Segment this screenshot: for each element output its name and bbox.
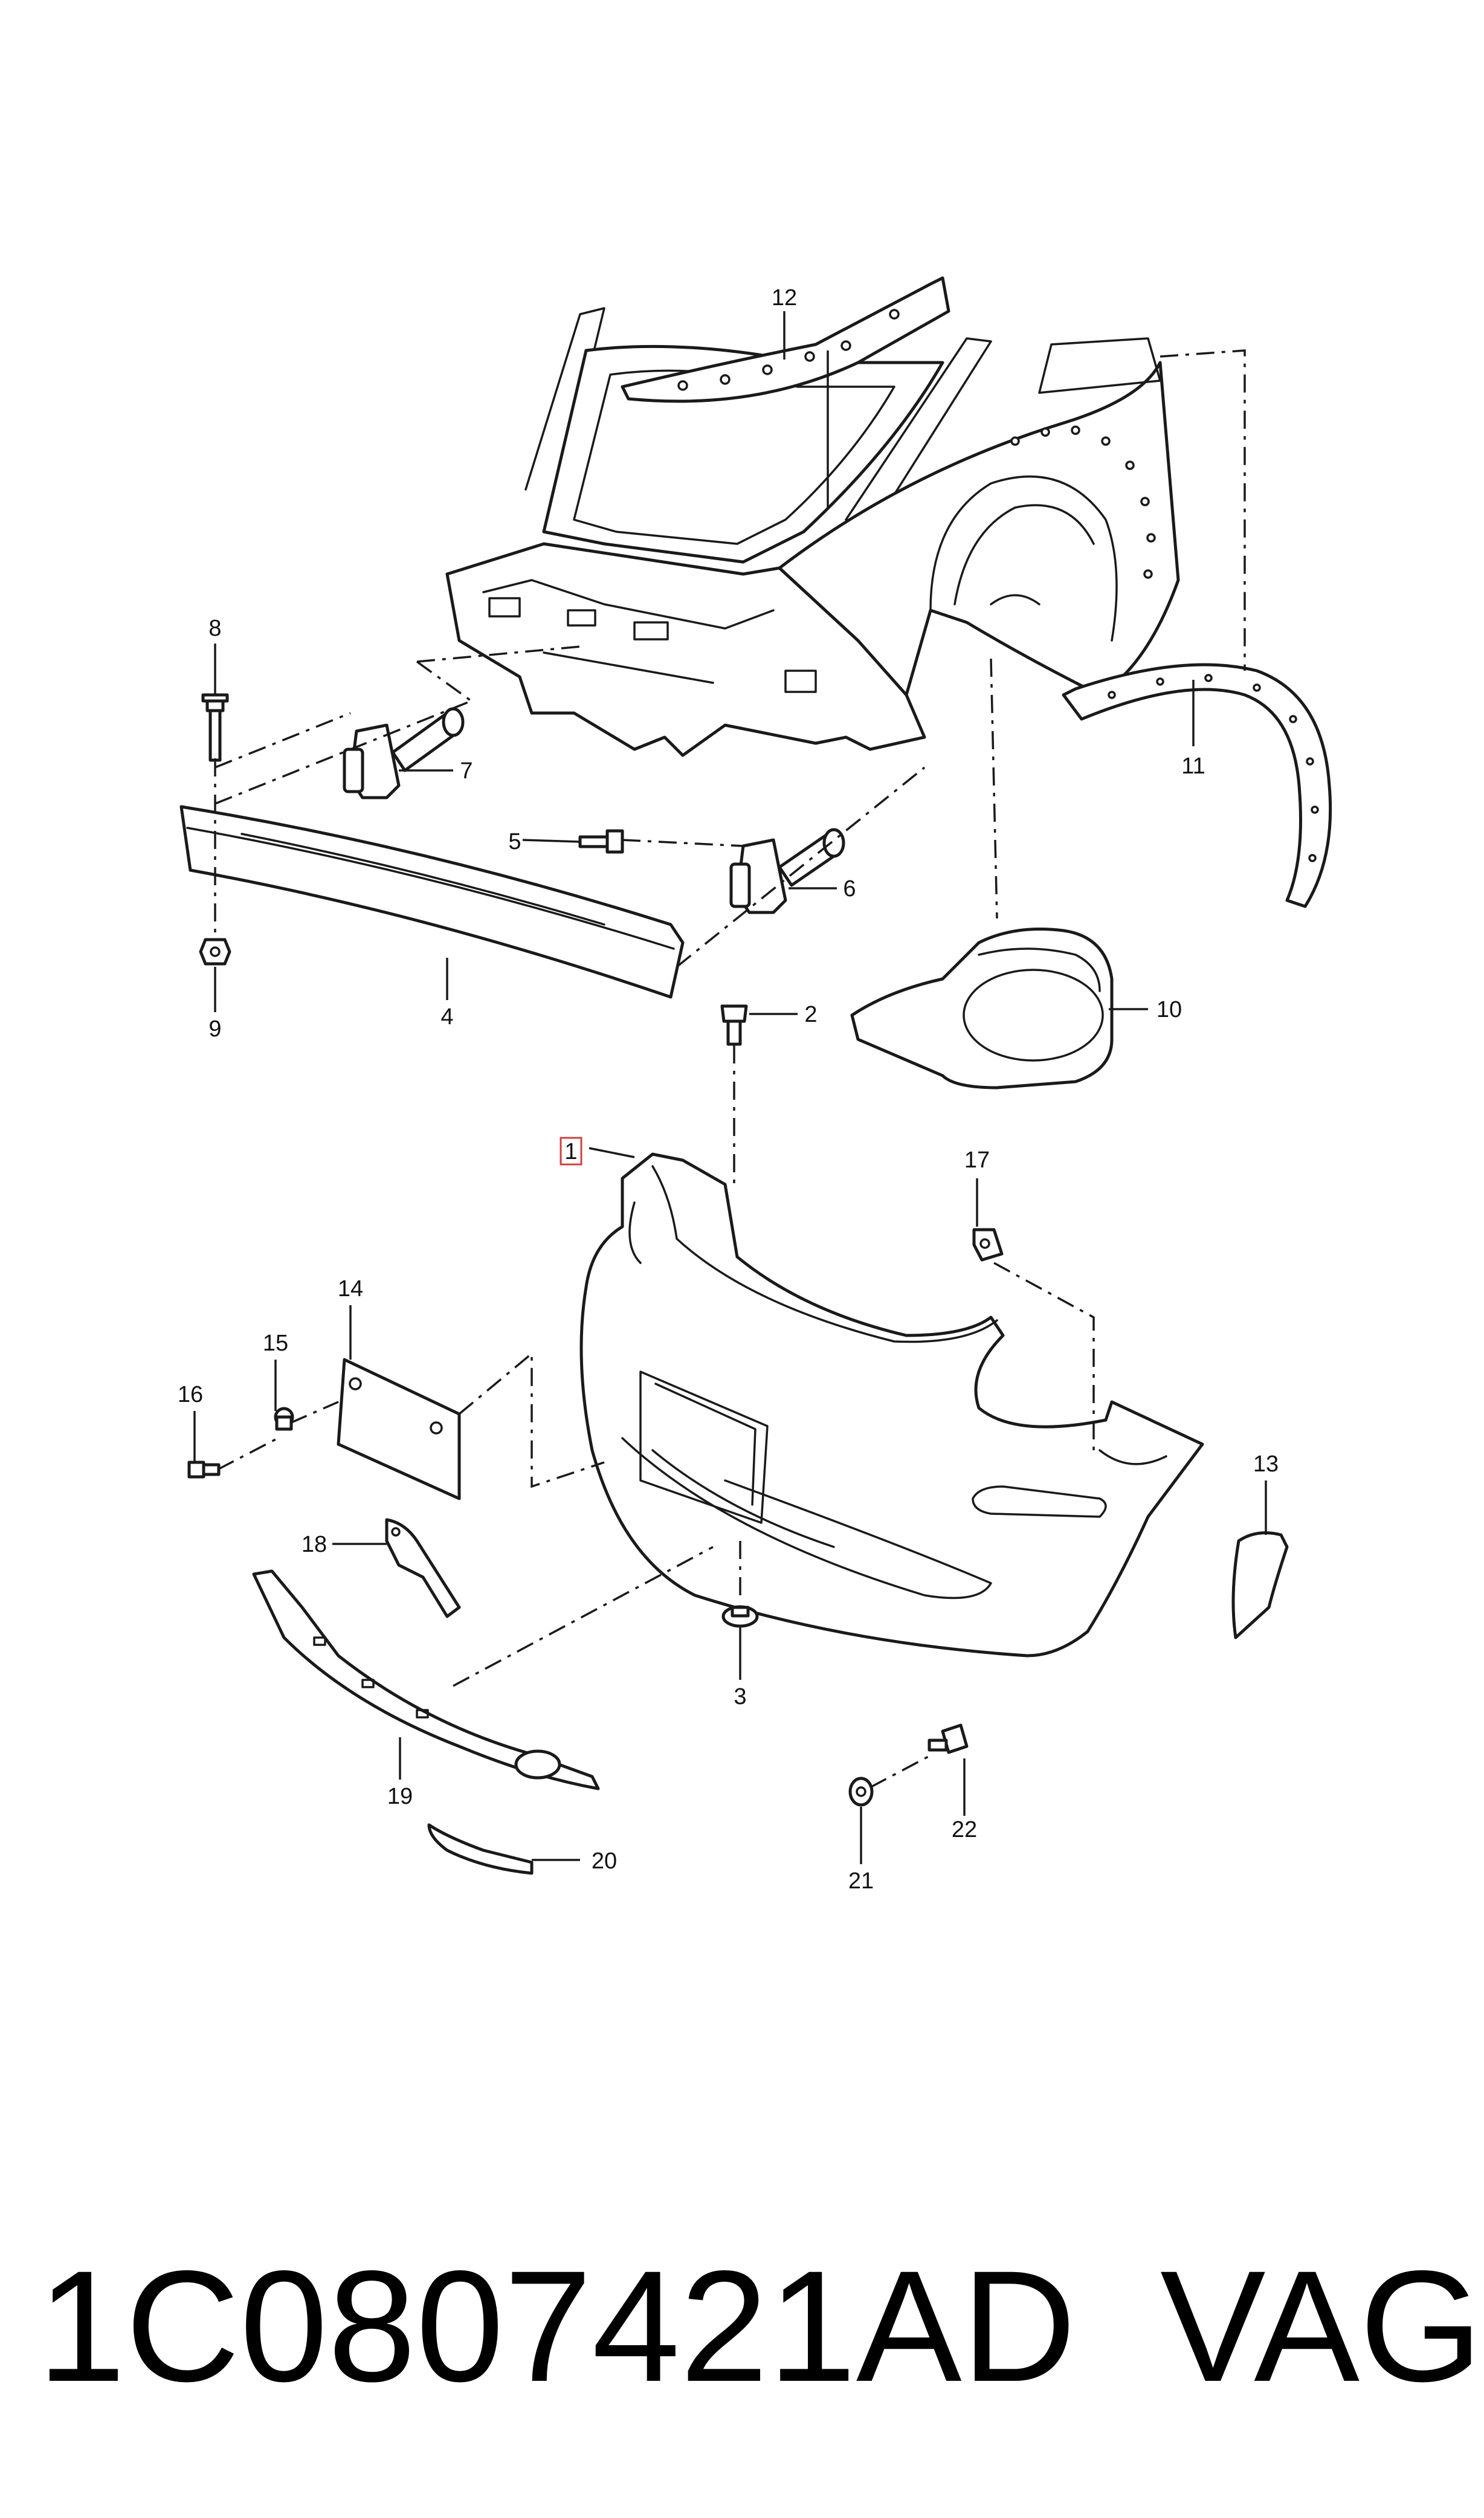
callout-6: 6 — [843, 876, 856, 902]
part-15-screw — [274, 1407, 294, 1431]
callout-2: 2 — [804, 1002, 817, 1027]
fender-flange-holes — [1010, 425, 1156, 579]
callout-18: 18 — [302, 1532, 327, 1557]
part-6-mounting-bracket — [729, 828, 845, 914]
callout-11: 11 — [1181, 754, 1205, 779]
callout-9: 9 — [208, 1016, 221, 1042]
part-18-side-bracket — [385, 1518, 461, 1618]
part-1-bumper-cover — [579, 1152, 1204, 1658]
callout-8: 8 — [208, 616, 221, 641]
callouts: 8 9 4 5 7 6 2 10 11 12 1 17 13 14 15 16 … — [178, 285, 1279, 1894]
part-8-bolt — [201, 693, 229, 762]
callout-3: 3 — [734, 1684, 746, 1709]
callout-10: 10 — [1157, 997, 1182, 1022]
callout-20: 20 — [592, 1848, 617, 1874]
part-3-clip — [721, 1605, 759, 1628]
callout-12: 12 — [772, 285, 797, 311]
part-2-bolt — [720, 1004, 748, 1046]
part-13-end-cap — [1231, 1531, 1289, 1639]
part-17-clip — [972, 1228, 1004, 1262]
callout-13: 13 — [1253, 1451, 1279, 1477]
part-5-bolt — [578, 829, 624, 854]
callout-1-highlight-box — [560, 1137, 582, 1166]
callout-14: 14 — [338, 1276, 363, 1302]
brand-label: VAG — [1160, 2238, 1483, 2415]
callout-17: 17 — [964, 1148, 990, 1173]
callout-19: 19 — [387, 1784, 413, 1809]
part-22-rivet — [928, 1723, 969, 1754]
part-21-washer — [848, 1777, 874, 1807]
callout-7: 7 — [460, 758, 473, 784]
leader-lines — [193, 311, 1267, 1864]
part-number-label: 1C0807421AD — [37, 2238, 1076, 2415]
callout-21: 21 — [848, 1868, 874, 1894]
part-7-mounting-bracket — [343, 707, 465, 799]
part-12-tailgate-seal — [621, 276, 950, 403]
part-19-lower-trim — [252, 1569, 600, 1790]
part-9-nut — [199, 938, 231, 966]
part-4-bumper-reinforcement — [179, 805, 685, 999]
callout-16: 16 — [178, 1382, 203, 1407]
part-20-trim-strip — [427, 1823, 534, 1875]
part-16-screw — [187, 1461, 221, 1479]
part-10-wheel-housing-liner — [850, 928, 1114, 1090]
callout-15: 15 — [263, 1331, 288, 1356]
part-14-plate-base — [337, 1358, 461, 1500]
assembly-lines — [214, 349, 1246, 1789]
callout-1: 1 — [564, 1139, 577, 1164]
part-11-wheel-arch-trim — [1062, 663, 1332, 908]
callout-5: 5 — [508, 829, 521, 854]
callout-4: 4 — [440, 1004, 453, 1030]
callout-22: 22 — [952, 1817, 977, 1842]
